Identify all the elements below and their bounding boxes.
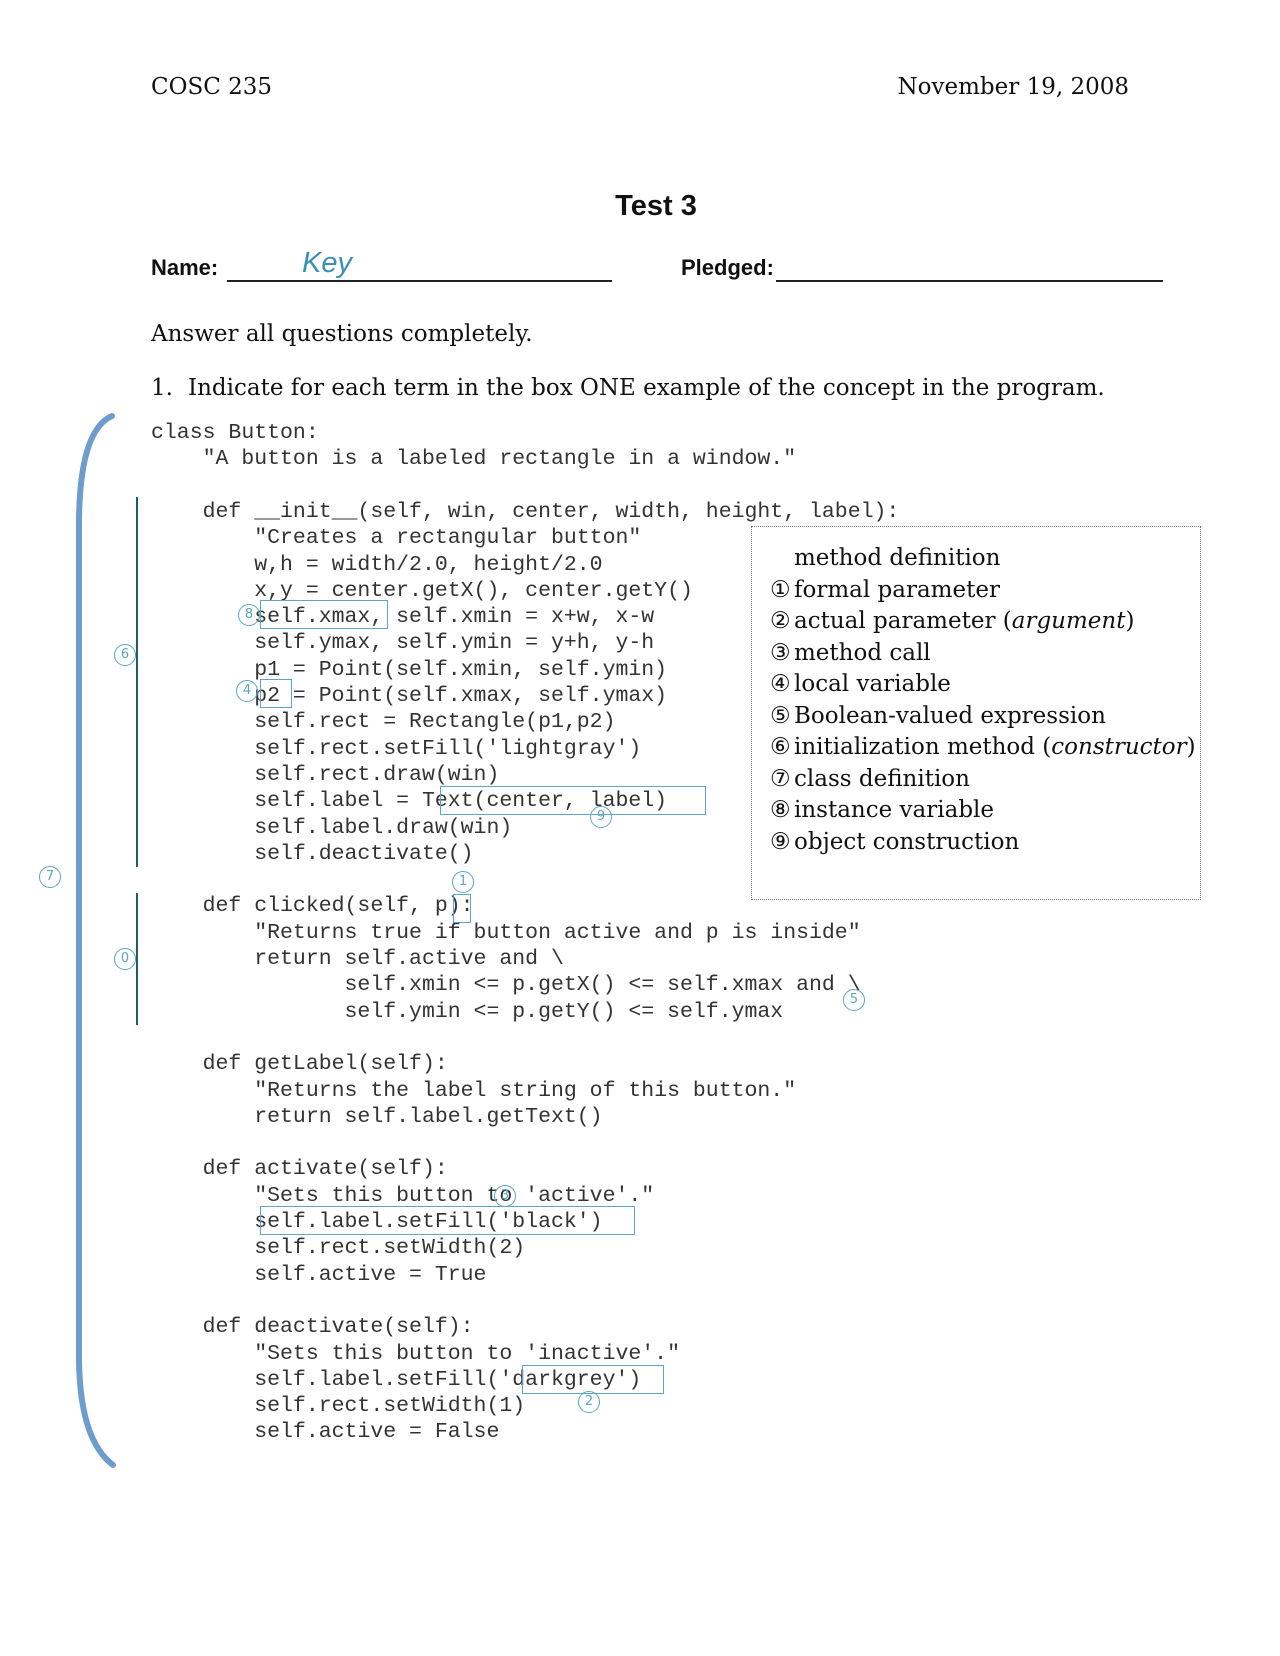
annotation-8: 8	[238, 604, 260, 626]
question-number: 1.	[151, 375, 173, 401]
code-line: "Sets this button to 'inactive'."	[151, 1341, 680, 1366]
code-line: def deactivate(self):	[151, 1315, 474, 1340]
annotation-5: 5	[843, 989, 865, 1011]
annotation-6-init: 6	[114, 644, 136, 666]
code-line: "Creates a rectangular button"	[151, 526, 642, 551]
annotation-4: 4	[236, 680, 258, 702]
exam-date: November 19, 2008	[897, 74, 1129, 100]
code-line: return self.label.getText()	[151, 1104, 603, 1129]
name-underline	[227, 280, 612, 282]
annotation-0: 0	[114, 948, 136, 970]
course-code: COSC 235	[151, 74, 273, 100]
term-label: method call	[794, 639, 931, 666]
code-line: self.label.setFill('darkgrey')	[151, 1367, 642, 1392]
term-tail: )	[1186, 734, 1196, 760]
highlight-local-variable	[260, 679, 292, 708]
code-line: self.xmin <= p.getX() <= self.xmax and \	[151, 973, 861, 998]
highlight-instance-variable	[260, 600, 388, 629]
code-line: self.rect.setWidth(1)	[151, 1394, 526, 1419]
code-line: self.active = True	[151, 1262, 487, 1287]
code-line: p2 = Point(self.xmax, self.ymax)	[151, 684, 668, 708]
term-label: method definition	[794, 545, 1001, 571]
term-label: initialization method (	[794, 734, 1052, 760]
code-line: self.rect.setWidth(2)	[151, 1236, 526, 1261]
term-number: ⑤	[770, 702, 791, 729]
term-number: ③	[770, 639, 791, 666]
code-line: "A button is a labeled rectangle in a wi…	[151, 447, 797, 472]
name-value: Key	[302, 247, 352, 279]
annotation-9: 9	[590, 806, 612, 828]
term-number: ①	[770, 576, 791, 603]
highlight-formal-parameter	[453, 894, 471, 923]
term-number: ⑦	[770, 765, 791, 792]
code-line: "Returns the label string of this button…	[151, 1078, 797, 1103]
term-label: local variable	[794, 671, 951, 697]
instructions: Answer all questions completely.	[151, 321, 533, 347]
init-method-bar	[136, 497, 138, 867]
code-line: w,h = width/2.0, height/2.0	[151, 552, 603, 577]
code-line: "Returns true if button active and p is …	[151, 920, 861, 945]
code-line: self.active = False	[151, 1420, 500, 1445]
term-number: ⑥	[770, 734, 791, 760]
highlight-method-call	[260, 1206, 635, 1235]
code-line: self.deactivate()	[151, 841, 474, 866]
annotation-3: 3	[494, 1185, 516, 1207]
annotation-7: 7	[39, 866, 61, 888]
code-line: self.rect = Rectangle(p1,p2)	[151, 710, 616, 735]
code-line: def __init__(self, win, center, width, h…	[151, 499, 900, 524]
term-label: formal parameter	[794, 576, 1000, 603]
class-brace-path	[76, 413, 116, 1468]
term-label: Boolean-valued expression	[794, 702, 1106, 729]
code-line: self.ymax, self.ymin = y+h, y-h	[151, 631, 655, 656]
code-line: self.label = Text(center, label)	[151, 789, 668, 814]
term-tail: )	[1125, 608, 1135, 634]
term-number: ⑨	[770, 828, 791, 855]
pledged-underline	[776, 280, 1163, 282]
term-emphasis: argument	[1011, 608, 1126, 634]
pledged-label: Pledged:	[681, 255, 774, 280]
code-line: x,y = center.getX(), center.getY()	[151, 578, 693, 603]
term-number: ⑧	[770, 797, 791, 823]
code-line: p1 = Point(self.xmin, self.ymin)	[151, 657, 668, 682]
highlight-actual-parameter	[522, 1365, 664, 1394]
code-line: self.ymin <= p.getY() <= self.ymax	[151, 999, 784, 1024]
term-number: ②	[770, 608, 791, 634]
term-number: ④	[770, 671, 791, 697]
term-label: actual parameter (	[794, 608, 1012, 634]
code-line: return self.active and \	[151, 947, 564, 971]
code-line: self.label.setFill('black')	[151, 1210, 603, 1234]
code-line: "Sets this button to 'active'."	[151, 1183, 655, 1208]
term-label: object construction	[794, 828, 1020, 855]
annotation-1: 1	[452, 871, 474, 893]
term-emphasis: constructor	[1051, 734, 1187, 760]
term-label: instance variable	[794, 797, 995, 823]
question-text: Indicate for each term in the box ONE ex…	[188, 375, 1105, 401]
term-item: method definition	[770, 545, 1000, 571]
code-line: class Button:	[151, 421, 319, 445]
highlight-object-construction	[440, 786, 706, 815]
code-line: def getLabel(self):	[151, 1052, 448, 1077]
code-line: self.label.draw(win)	[151, 815, 513, 840]
term-label: class definition	[794, 765, 970, 792]
code-line: def clicked(self, p):	[151, 894, 474, 919]
terms-box	[751, 526, 1201, 900]
code-line: self.rect.draw(win)	[151, 762, 500, 787]
code-line: self.xmax, self.xmin = x+w, x-w	[151, 605, 655, 630]
name-label: Name:	[151, 255, 219, 280]
page-title: Test 3	[615, 190, 697, 222]
annotation-2: 2	[578, 1391, 600, 1413]
code-line: def activate(self):	[151, 1157, 448, 1182]
code-line: self.rect.setFill('lightgray')	[151, 736, 642, 761]
clicked-method-bar	[136, 893, 138, 1025]
